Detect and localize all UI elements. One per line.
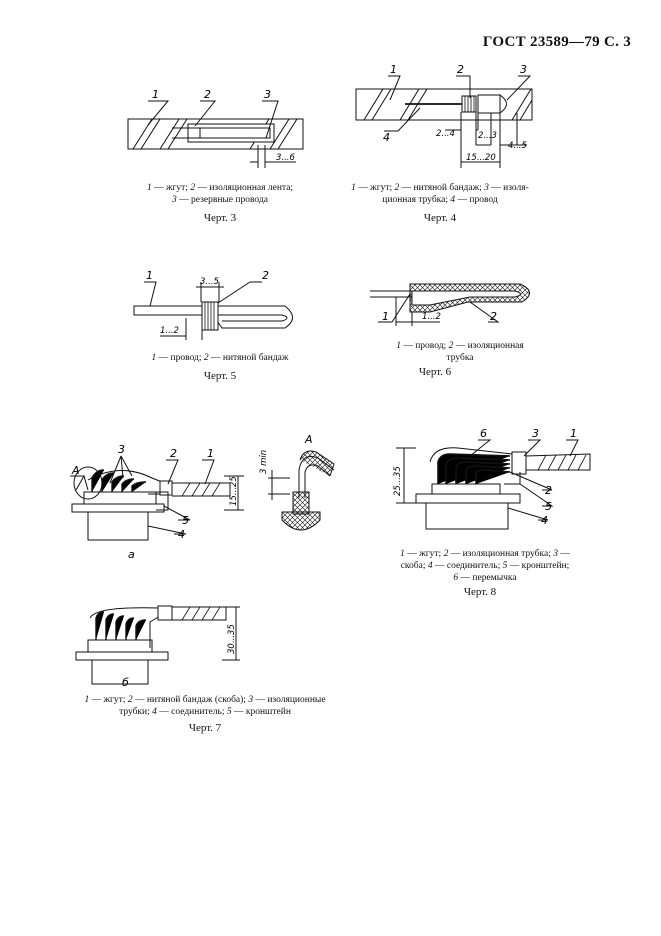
fig7a-label-3: 3 (118, 443, 125, 456)
fig5-wire (133, 281, 293, 340)
fig7b-sublabel: б (122, 676, 129, 689)
fig7a-label-2: 2 (170, 447, 177, 460)
fig3-label-3: 3 (264, 88, 271, 101)
fig5-dim-2: 1...2 (160, 326, 179, 336)
fig4-dim-2: 2...3 (478, 131, 497, 141)
fig8-title: Черт. 8 (463, 586, 497, 598)
fig8-label-5: 5 (545, 500, 552, 513)
fig4-label-4: 4 (383, 131, 390, 144)
fig7a-dim: 15...25 (229, 476, 239, 506)
fig6-label-2: 2 (490, 310, 497, 323)
fig5-title: Черт. 5 (203, 370, 237, 382)
fig7a-label-5: 5 (182, 514, 189, 527)
fig4-caption: 1 — жгут; 2 — нитяной бандаж; 3 — изоля-… (351, 183, 529, 205)
fig4-dim-1: 2...4 (436, 129, 455, 139)
fig3-title: Черт. 3 (203, 212, 237, 224)
fig4-harness (355, 75, 533, 168)
fig7b-connector (75, 605, 240, 685)
fig7a-label-4: 4 (178, 528, 185, 541)
fig7-title: Черт. 7 (188, 722, 222, 734)
fig4-label-2: 2 (457, 63, 464, 76)
fig5-dim-1: 3...5 (200, 277, 219, 287)
fig4-title: Черт. 4 (423, 212, 457, 224)
fig5-label-2: 2 (262, 269, 269, 282)
fig7b-dim: 30...35 (227, 624, 237, 654)
fig7a-view-label: A (71, 464, 80, 477)
fig6-dim: 1...2 (422, 312, 441, 322)
fig7-view-a-label: A (304, 433, 313, 446)
fig8-label-3: 3 (532, 427, 539, 440)
fig8-caption: 1 — жгут; 2 — изоляционная трубка; 3 — с… (400, 549, 570, 583)
fig3-harness (127, 100, 304, 168)
fig6-label-1: 1 (382, 310, 389, 323)
fig5-label-1: 1 (146, 269, 153, 282)
fig4-label-1: 1 (390, 63, 397, 76)
fig7-view-a-dim: 3 min (259, 450, 269, 474)
fig7-view-a (268, 450, 335, 531)
fig6-wire (370, 283, 530, 326)
fig8-label-4: 4 (541, 514, 548, 527)
fig4-dim-3: 4...5 (508, 141, 527, 151)
fig8-label-2: 2 (545, 484, 552, 497)
fig7a-connector (70, 455, 244, 541)
fig3-dim: 3...6 (276, 153, 296, 163)
fig7a-sublabel: а (128, 548, 135, 561)
fig3-label-1: 1 (152, 88, 159, 101)
fig3-label-2: 2 (204, 88, 211, 101)
fig6-caption: 1 — провод; 2 — изоляционная трубка (396, 341, 524, 363)
fig4-label-3: 3 (520, 63, 527, 76)
fig8-label-1: 1 (570, 427, 577, 440)
fig4-dim-4: 15...20 (466, 153, 496, 163)
fig7-caption: 1 — жгут; 2 — нитяной бандаж (скоба); 3 … (84, 695, 326, 717)
fig8-dim: 25...35 (393, 466, 403, 496)
fig5-caption: 1 — провод; 2 — нитяной бандаж (151, 353, 289, 363)
fig3-caption: 1 — жгут; 2 — изоляционная лента; 3 — ре… (146, 183, 294, 205)
fig8-label-6: 6 (480, 427, 487, 440)
page-header: ГОСТ 23589—79 С. 3 (482, 34, 631, 50)
fig8-connector (396, 439, 591, 530)
fig7a-label-1: 1 (207, 447, 214, 460)
fig6-title: Черт. 6 (418, 366, 452, 378)
